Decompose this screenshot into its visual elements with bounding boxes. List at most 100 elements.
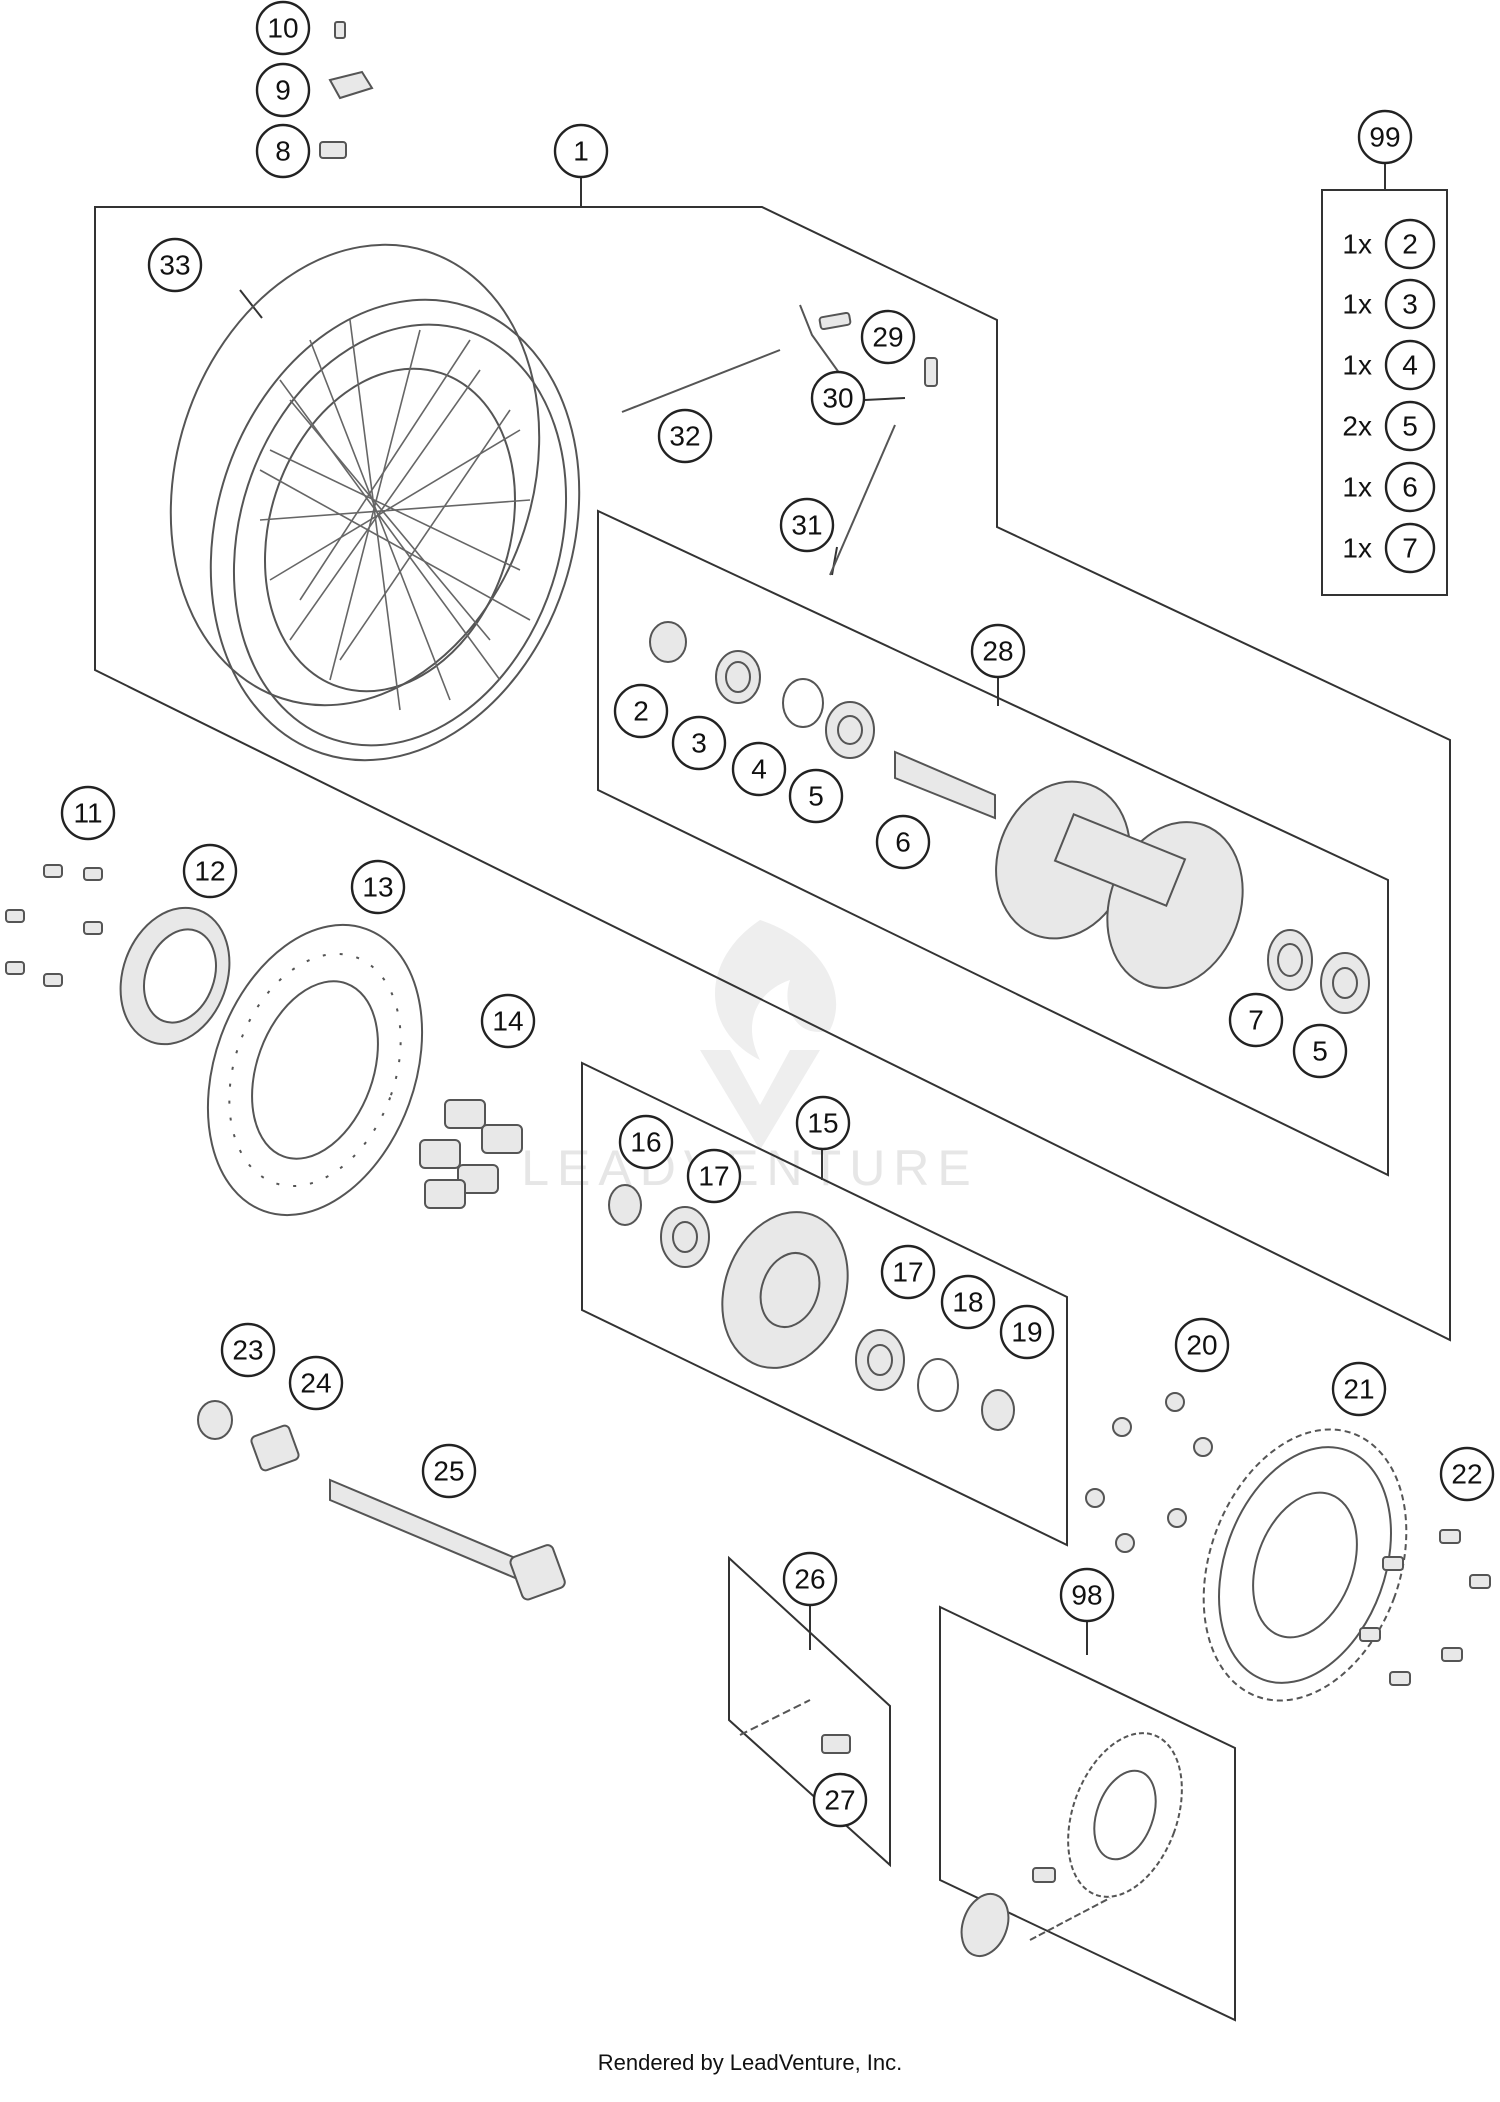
callout-32[interactable]: 32 (657, 408, 713, 464)
callout-99[interactable]: 99 (1357, 109, 1413, 165)
watermark-logo (700, 920, 837, 1150)
callout-8[interactable]: 8 (255, 123, 311, 179)
callout-28[interactable]: 28 (970, 623, 1026, 679)
svg-text:98: 98 (1071, 1580, 1102, 1611)
kit-99-row: 1x 6 (1342, 461, 1436, 513)
callout-20[interactable]: 20 (1174, 1317, 1230, 1373)
callout-5[interactable]: 5 (788, 768, 844, 824)
svg-text:2: 2 (1402, 229, 1418, 260)
svg-text:18: 18 (952, 1287, 983, 1318)
callout-9[interactable]: 9 (255, 62, 311, 118)
svg-text:16: 16 (630, 1127, 661, 1158)
kit-part-callout[interactable]: 2 (1384, 218, 1436, 270)
svg-text:3: 3 (691, 728, 707, 759)
hub-group-frame (597, 509, 1389, 1177)
valve-body-9 (328, 70, 374, 100)
svg-text:2: 2 (633, 696, 649, 727)
svg-text:11: 11 (73, 798, 102, 829)
axle-nut-23 (197, 1400, 233, 1440)
svg-text:7: 7 (1248, 1005, 1264, 1036)
chain-adjuster-24 (250, 1424, 300, 1472)
svg-text:26: 26 (794, 1564, 825, 1595)
callout-30[interactable]: 30 (810, 370, 866, 426)
callout-5-right[interactable]: 5 (1292, 1023, 1348, 1079)
callout-1[interactable]: 1 (553, 123, 609, 179)
bearing-set-hub (649, 621, 1370, 1014)
rim-33 (169, 243, 581, 762)
callout-4[interactable]: 4 (731, 741, 787, 797)
svg-text:32: 32 (669, 421, 700, 452)
chain-26 (739, 1699, 811, 1736)
spoke-nipple-29 (818, 311, 938, 387)
svg-text:5: 5 (808, 781, 824, 812)
callout-22[interactable]: 22 (1439, 1446, 1495, 1502)
svg-text:13: 13 (362, 872, 393, 903)
wheel-axle-25 (329, 1478, 566, 1601)
svg-text:9: 9 (275, 75, 291, 106)
nut-set-20 (1085, 1392, 1213, 1553)
callout-2[interactable]: 2 (613, 683, 669, 739)
svg-text:21: 21 (1343, 1374, 1374, 1405)
kit-99-row: 1x 2 (1342, 218, 1436, 270)
svg-text:25: 25 (433, 1456, 464, 1487)
callout-24[interactable]: 24 (288, 1355, 344, 1411)
chain-kit-frame (939, 1605, 1236, 2022)
svg-text:30: 30 (822, 383, 853, 414)
cush-drive-hub-15 (608, 1184, 1015, 1431)
callout-33[interactable]: 33 (147, 237, 203, 293)
callout-98[interactable]: 98 (1059, 1567, 1115, 1623)
svg-text:4: 4 (751, 754, 767, 785)
callout-13[interactable]: 13 (350, 859, 406, 915)
kit-part-callout[interactable]: 4 (1384, 339, 1436, 391)
svg-text:28: 28 (982, 636, 1013, 667)
svg-text:31: 31 (791, 510, 822, 541)
svg-text:12: 12 (194, 856, 225, 887)
kit-part-callout[interactable]: 3 (1384, 278, 1436, 330)
callout-29[interactable]: 29 (860, 309, 916, 365)
rear-sprocket-21 (1202, 1428, 1408, 1702)
callout-11[interactable]: 11 (60, 785, 116, 841)
callout-3[interactable]: 3 (671, 715, 727, 771)
callout-26[interactable]: 26 (782, 1551, 838, 1607)
callout-10[interactable]: 10 (255, 0, 311, 56)
abs-ring-12 (119, 906, 231, 1046)
callout-18[interactable]: 18 (940, 1274, 996, 1330)
bolt-set-11 (5, 864, 103, 987)
svg-text:27: 27 (824, 1785, 855, 1816)
svg-text:7: 7 (1402, 533, 1418, 564)
svg-text:23: 23 (232, 1335, 263, 1366)
svg-text:5: 5 (1312, 1036, 1328, 1067)
callout-7[interactable]: 7 (1228, 992, 1284, 1048)
callout-27[interactable]: 27 (812, 1772, 868, 1828)
callout-25[interactable]: 25 (421, 1443, 477, 1499)
callout-14[interactable]: 14 (480, 993, 536, 1049)
svg-text:99: 99 (1369, 122, 1400, 153)
callout-17[interactable]: 17 (686, 1148, 742, 1204)
callout-19[interactable]: 19 (999, 1304, 1055, 1360)
kit-99-row: 1x 3 (1342, 278, 1436, 330)
callout-12[interactable]: 12 (182, 843, 238, 899)
callout-6[interactable]: 6 (875, 814, 931, 870)
kit-part-callout[interactable]: 6 (1384, 461, 1436, 513)
kit-part-callout[interactable]: 7 (1384, 522, 1436, 574)
svg-text:33: 33 (159, 250, 190, 281)
svg-text:10: 10 (267, 13, 298, 44)
kit-qty: 1x (1342, 289, 1372, 320)
callout-21[interactable]: 21 (1331, 1361, 1387, 1417)
callout-17-right[interactable]: 17 (880, 1244, 936, 1300)
master-link-27 (821, 1734, 851, 1754)
callout-23[interactable]: 23 (220, 1322, 276, 1378)
callout-15[interactable]: 15 (795, 1095, 851, 1151)
kit-qty: 1x (1342, 350, 1372, 381)
credit-line: Rendered by LeadVenture, Inc. (597, 2050, 903, 2075)
bolt-set-22 (1359, 1529, 1491, 1686)
kit-part-callout[interactable]: 5 (1384, 400, 1436, 452)
callout-31[interactable]: 31 (779, 497, 835, 553)
cush-drive-hub-frame (581, 1061, 1068, 1547)
callout-16[interactable]: 16 (618, 1114, 674, 1170)
valve-core-10 (334, 21, 346, 39)
svg-text:22: 22 (1451, 1459, 1482, 1490)
watermark-text: LEADVENTURE (521, 1140, 979, 1196)
brake-disc-13 (206, 923, 424, 1217)
